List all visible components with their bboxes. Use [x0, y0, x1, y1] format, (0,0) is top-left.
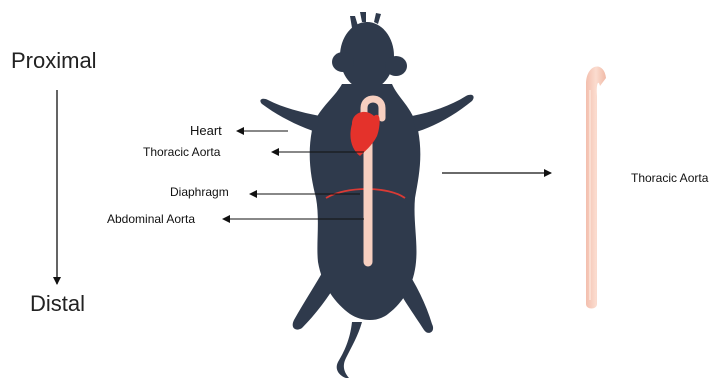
- proximal-label: Proximal: [11, 50, 97, 72]
- excised-thoracic-aorta: [586, 67, 606, 309]
- heart-label: Heart: [190, 124, 222, 137]
- thoracic-aorta-label: Thoracic Aorta: [143, 146, 220, 158]
- diaphragm-label: Diaphragm: [170, 186, 229, 198]
- excised-aorta-label: Thoracic Aorta: [631, 172, 708, 184]
- distal-label: Distal: [30, 293, 85, 315]
- abdominal-aorta-label: Abdominal Aorta: [107, 213, 195, 225]
